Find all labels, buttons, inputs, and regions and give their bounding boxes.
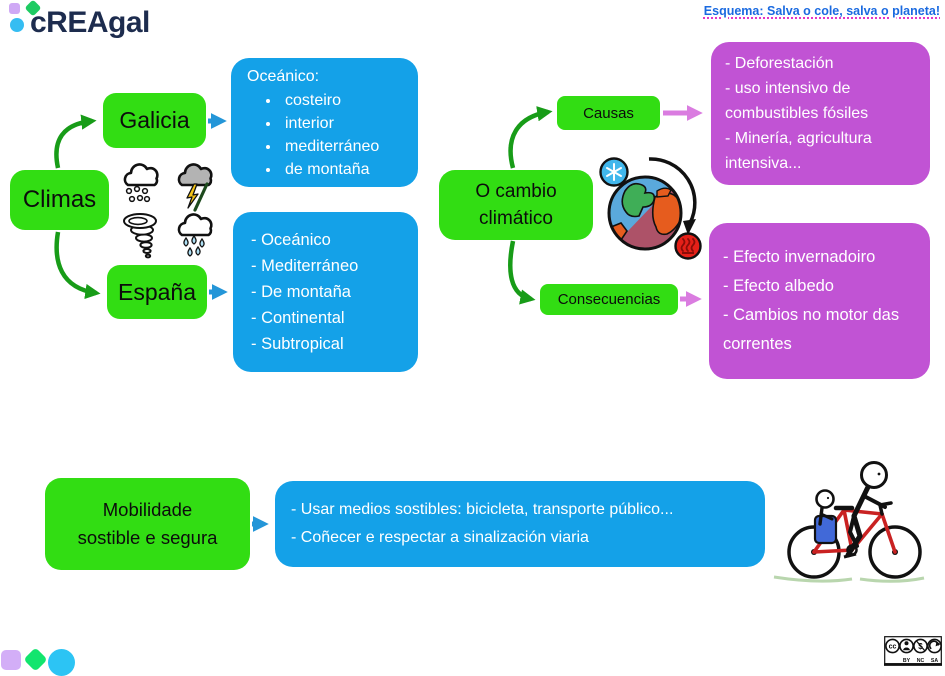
- node-causas: Causas: [557, 96, 660, 130]
- bullet-item: de montaña: [281, 158, 408, 181]
- detail-line: - Mediterráneo: [251, 257, 359, 275]
- detail-line: - Minería, agricultura intensiva...: [725, 130, 872, 172]
- footer-square-icon: [1, 650, 21, 670]
- mobilidade-detail-box: - Usar medios sostibles: bicicleta, tran…: [275, 481, 765, 567]
- bicycle-icon: [773, 461, 925, 583]
- bullet-item: costeiro: [281, 89, 408, 112]
- bullet-list: costeiro interior mediterráneo de montañ…: [247, 89, 408, 181]
- node-climas-label: Climas: [22, 186, 97, 213]
- license-label-nc: NC: [917, 658, 925, 664]
- node-mobilidade-label-line2: sostible e segura: [77, 527, 218, 548]
- node-consecuencias: Consecuencias: [540, 284, 678, 315]
- causas-detail-box: - Deforestación - uso intensivo de combu…: [711, 42, 930, 185]
- bullet-item: mediterráneo: [281, 135, 408, 158]
- arrow-cambio-causas: [508, 106, 553, 169]
- galicia-climates-box: Oceánico: costeiro interior mediterráneo…: [231, 58, 418, 187]
- espana-climates-box: - Oceánico - Mediterráneo - De montaña -…: [233, 212, 418, 372]
- node-cambio-label-line1: O cambio: [475, 181, 557, 202]
- rain-cloud-icon: [177, 213, 213, 257]
- child-seat: [813, 489, 838, 545]
- footer-circle-icon: [48, 649, 75, 676]
- detail-line: - Subtropical: [251, 335, 344, 353]
- node-climas: Climas: [10, 170, 109, 230]
- snow-cloud-icon: [123, 163, 159, 203]
- logo-circle-icon: [10, 18, 24, 32]
- node-causas-label: Causas: [583, 104, 634, 122]
- detail-line: - Efecto invernadoiro: [723, 248, 876, 266]
- arrow-climas-galicia: [54, 114, 97, 169]
- consecuencias-detail-box: - Efecto invernadoiro - Efecto albedo - …: [709, 223, 930, 379]
- detail-line: - Oceánico: [251, 231, 331, 249]
- node-galicia: Galicia: [103, 93, 206, 148]
- node-espana: España: [107, 265, 207, 319]
- page-title: Esquema: Salva o cole, salva o planeta!: [703, 4, 940, 18]
- logo-text: cREAgal: [30, 6, 150, 39]
- arrow-climas-espana: [54, 231, 101, 300]
- detail-line: - Continental: [251, 309, 345, 327]
- node-galicia-label: Galicia: [119, 107, 190, 133]
- heat-badge-icon: [674, 232, 702, 260]
- detail-title: Oceánico:: [247, 68, 320, 85]
- svg-text:cc: cc: [889, 643, 897, 650]
- license-label-sa: SA: [931, 658, 938, 664]
- earth-climate-icon: [599, 157, 702, 260]
- detail-line: - De montaña: [251, 283, 351, 301]
- storm-cloud-icon: [177, 163, 213, 212]
- tornado-icon: [123, 213, 157, 259]
- arrow-cambio-consecuencias: [508, 240, 536, 305]
- license-label-by: BY: [903, 658, 911, 664]
- bullet-item: interior: [281, 112, 408, 135]
- node-mobilidade: Mobilidade sostible e segura: [45, 478, 250, 570]
- detail-line: - Usar medios sostibles: bicicleta, tran…: [291, 501, 674, 518]
- node-cambio-climatico: O cambio climático: [439, 170, 593, 240]
- logo-square-icon: [9, 3, 20, 14]
- cc-license-icon[interactable]: cc $ BY NC SA: [884, 636, 942, 666]
- snowflake-badge-icon: [599, 157, 629, 187]
- detail-line: - Deforestación: [725, 55, 834, 72]
- node-cambio-label-line2: climático: [479, 208, 553, 229]
- node-consecuencias-label: Consecuencias: [557, 291, 661, 308]
- detail-line: - Cambios no motor das correntes: [723, 306, 900, 353]
- detail-line: - Coñecer e respectar a sinalización via…: [291, 529, 589, 546]
- detail-line: - Efecto albedo: [723, 277, 834, 295]
- weather-icons: [123, 163, 213, 259]
- node-espana-label: España: [117, 278, 196, 305]
- node-mobilidade-label-line1: Mobilidade: [102, 499, 193, 520]
- detail-line: - uso intensivo de combustibles fósiles: [725, 80, 869, 122]
